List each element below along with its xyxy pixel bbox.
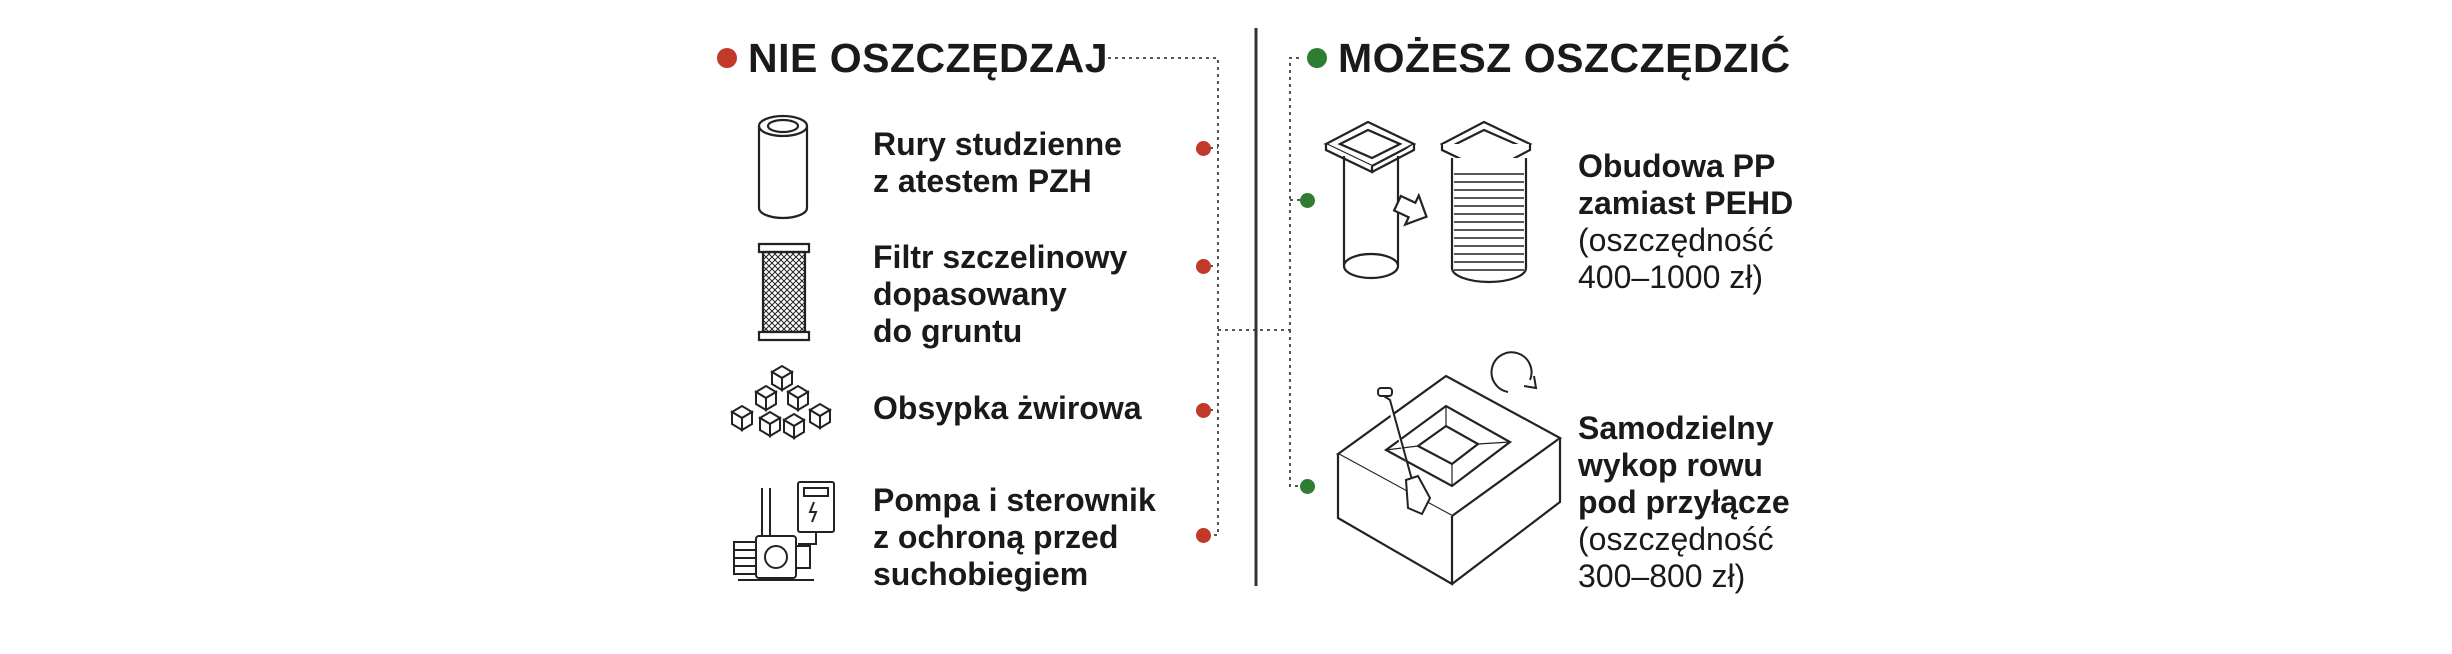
item-dot	[1196, 528, 1211, 543]
pump-controller-icon	[728, 480, 840, 586]
right-section-heading: MOŻESZ OSZCZĘDZIĆ	[1338, 35, 1791, 81]
item-dot	[1300, 479, 1315, 494]
housing-swap-icon	[1324, 118, 1554, 290]
list-item-label: Rury studzienne z atestem PZH	[873, 126, 1122, 199]
right-heading-dot	[1307, 48, 1327, 68]
list-item-label: Pompa i sterownik z ochroną przed suchob…	[873, 482, 1156, 592]
savings-item-label: Obudowa PP zamiast PEHD (oszczędność 400…	[1578, 148, 1794, 295]
trench-shovel-icon	[1334, 358, 1580, 590]
list-item-label: Obsypka żwirowa	[873, 390, 1142, 426]
left-heading-dot	[717, 48, 737, 68]
filter-icon	[757, 242, 811, 342]
pipe-icon	[755, 112, 811, 222]
left-section-heading: NIE OSZCZĘDZAJ	[748, 35, 1109, 81]
savings-item-label: Samodzielny wykop rowu pod przyłącze (os…	[1578, 410, 1790, 594]
gravel-icon	[728, 362, 838, 446]
list-item-label: Filtr szczelinowy dopasowany do gruntu	[873, 239, 1128, 349]
item-dot	[1196, 141, 1211, 156]
item-dot	[1196, 259, 1211, 274]
item-dot	[1196, 403, 1211, 418]
item-dot	[1300, 193, 1315, 208]
